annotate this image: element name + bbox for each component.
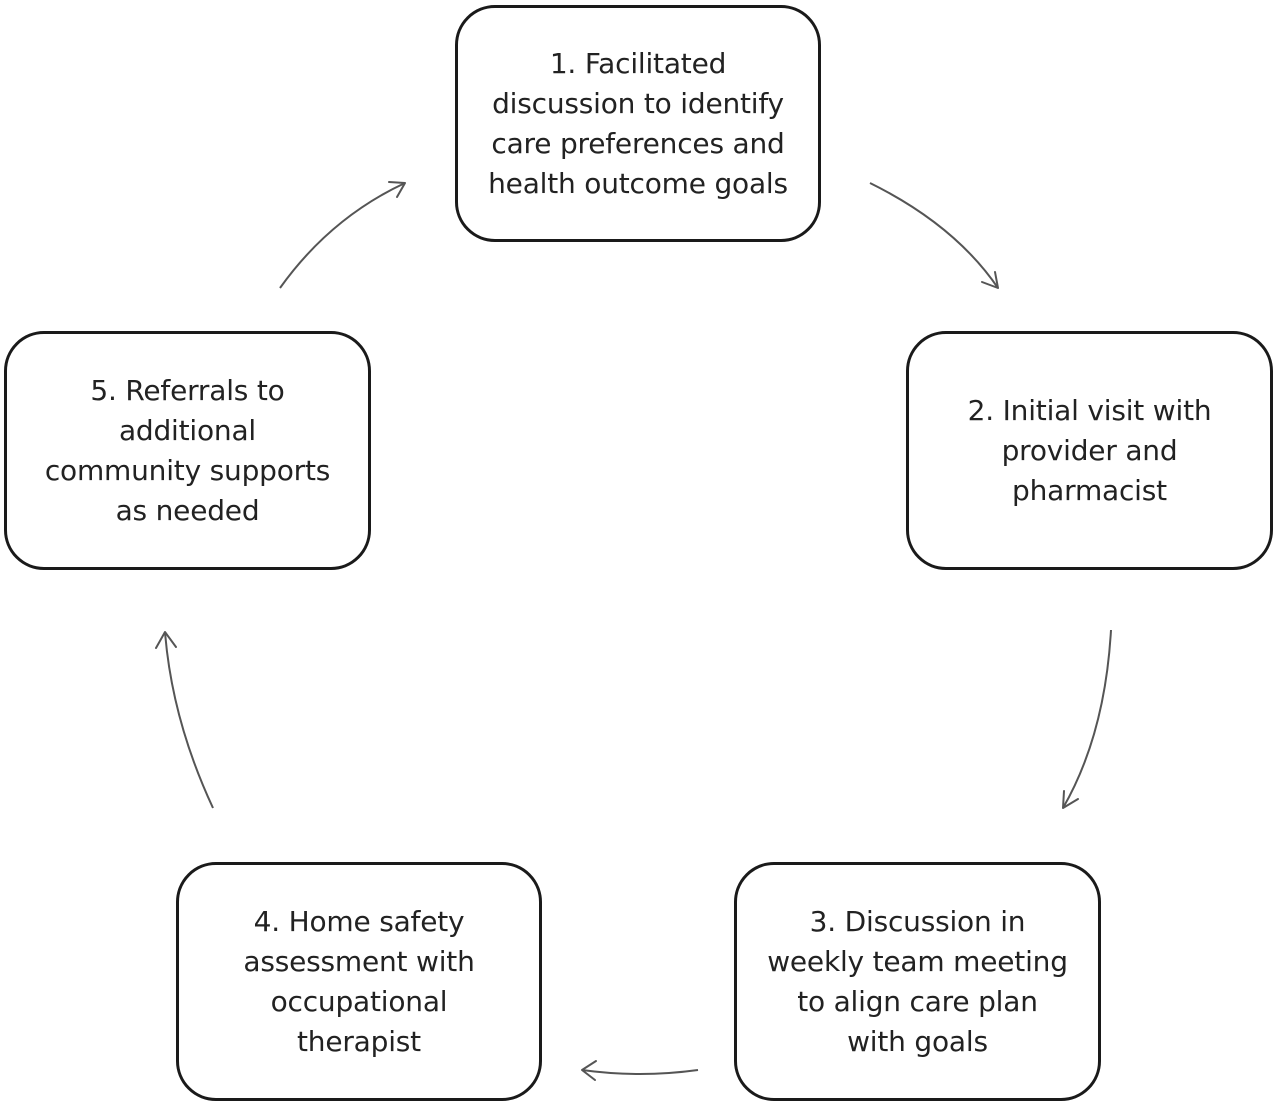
step-4-label: 4. Home safety assessment with occupatio… <box>243 904 475 1058</box>
arrow-step3-to-step4 <box>581 1060 699 1081</box>
step-5-box: 5. Referrals to additional community sup… <box>4 331 371 570</box>
arrow-step4-to-step5 <box>155 631 214 809</box>
arrow-step2-to-step3 <box>1062 629 1112 809</box>
step-5-label: 5. Referrals to additional community sup… <box>44 373 331 527</box>
arrow-step5-to-step1 <box>279 181 406 289</box>
step-2-label: 2. Initial visit with provider and pharm… <box>967 393 1212 507</box>
step-3-box: 3. Discussion in weekly team meeting to … <box>734 862 1101 1101</box>
step-1-label: 1. Facilitated discussion to identify ca… <box>488 46 788 200</box>
step-1-box: 1. Facilitated discussion to identify ca… <box>455 5 821 242</box>
arrow-step1-to-step2 <box>869 182 999 289</box>
step-2-box: 2. Initial visit with provider and pharm… <box>906 331 1273 570</box>
step-4-box: 4. Home safety assessment with occupatio… <box>176 862 542 1101</box>
step-3-label: 3. Discussion in weekly team meeting to … <box>767 904 1068 1058</box>
